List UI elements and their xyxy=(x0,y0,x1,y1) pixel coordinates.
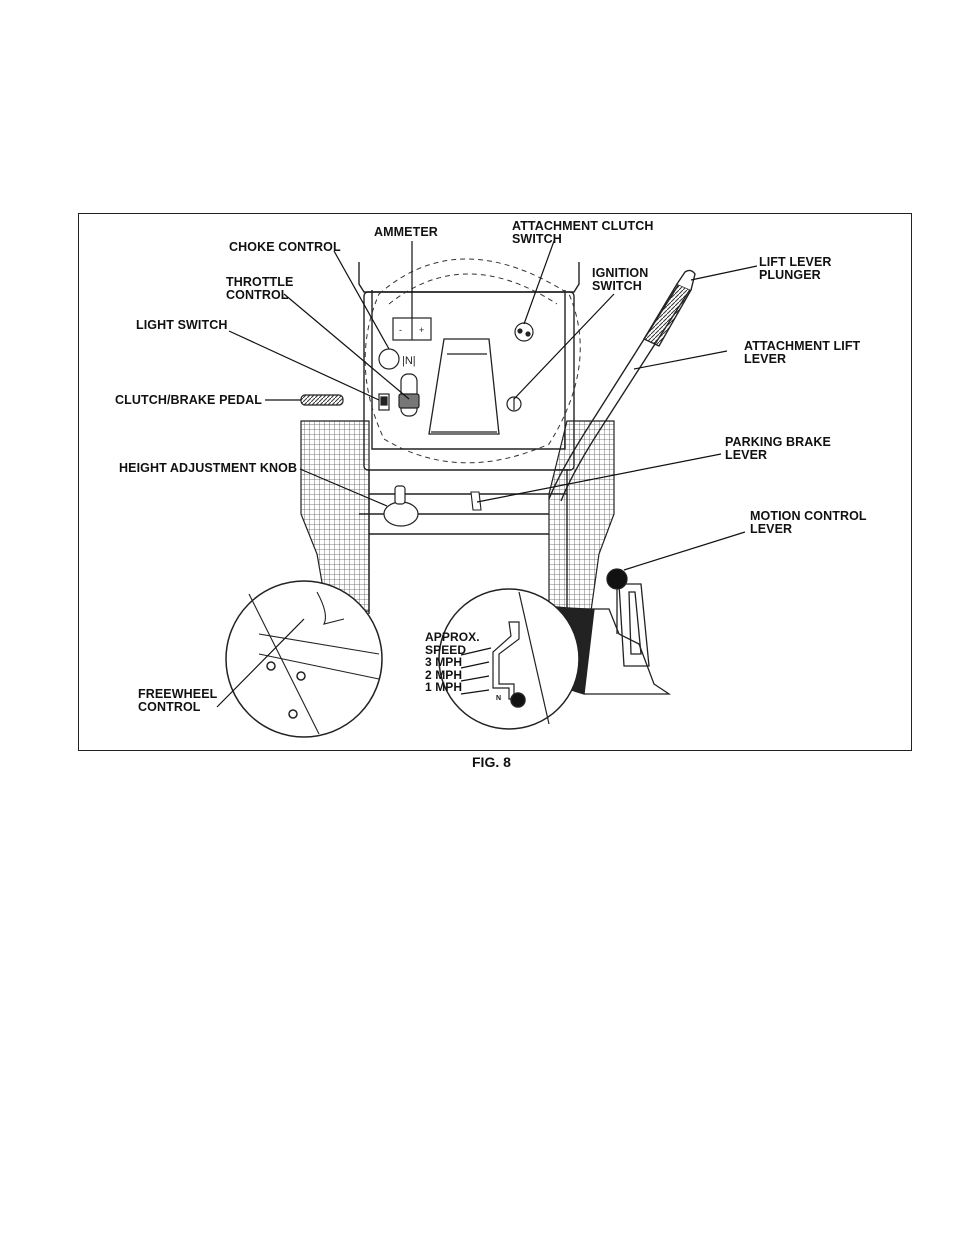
label-light-switch: LIGHT SWITCH xyxy=(136,319,227,332)
label-attachment-lift-lever-line2: LEVER xyxy=(744,353,860,366)
light-switch-toggle xyxy=(379,394,389,410)
label-parking-brake-lever-line2: LEVER xyxy=(725,449,831,462)
dash-housing xyxy=(359,262,579,614)
figure-frame: - + |N| xyxy=(78,213,912,751)
label-speed-3mph: 3 MPH xyxy=(425,656,480,669)
label-freewheel-control-line2: CONTROL xyxy=(138,701,217,714)
label-neutral: N xyxy=(496,695,501,703)
label-freewheel-control: FREEWHEEL CONTROL xyxy=(138,688,217,714)
label-attachment-clutch-switch-line2: SWITCH xyxy=(512,233,654,246)
label-approx-speed-line1: APPROX. xyxy=(425,631,480,644)
label-throttle-control: THROTTLE CONTROL xyxy=(226,276,293,302)
freewheel-magnifier xyxy=(226,581,382,737)
tractor-controls-illustration: - + |N| xyxy=(79,214,913,752)
choke-knob: |N| xyxy=(379,349,416,369)
svg-text:|N|: |N| xyxy=(402,355,416,367)
label-height-adjustment-knob: HEIGHT ADJUSTMENT KNOB xyxy=(119,462,297,475)
attachment-clutch-switch-knob xyxy=(515,323,533,341)
label-attachment-lift-lever: ATTACHMENT LIFT LEVER xyxy=(744,340,860,366)
label-ignition-switch-line2: SWITCH xyxy=(592,280,648,293)
throttle-lever xyxy=(399,374,419,416)
label-attachment-clutch-switch: ATTACHMENT CLUTCH SWITCH xyxy=(512,220,654,246)
height-adjustment-knob-shape xyxy=(384,486,418,526)
label-lift-lever-plunger: LIFT LEVER PLUNGER xyxy=(759,256,832,282)
label-approx-speed: APPROX. SPEED 3 MPH 2 MPH 1 MPH xyxy=(425,631,480,694)
label-throttle-control-line2: CONTROL xyxy=(226,289,293,302)
center-console xyxy=(429,339,499,434)
label-choke-control: CHOKE CONTROL xyxy=(229,241,341,254)
svg-text:-: - xyxy=(399,325,402,335)
ignition-keyswitch xyxy=(507,397,521,411)
ammeter-gauge: - + xyxy=(393,318,431,340)
label-speed-1mph: 1 MPH xyxy=(425,681,480,694)
label-ignition-switch: IGNITION SWITCH xyxy=(592,267,648,293)
label-ammeter: AMMETER xyxy=(374,226,438,239)
clutch-brake-pedal xyxy=(301,395,343,405)
label-clutch-brake-pedal: CLUTCH/BRAKE PEDAL xyxy=(115,394,262,407)
label-motion-control-lever-line2: LEVER xyxy=(750,523,867,536)
figure-caption: FIG. 8 xyxy=(472,754,511,770)
label-motion-control-lever: MOTION CONTROL LEVER xyxy=(750,510,867,536)
label-parking-brake-lever: PARKING BRAKE LEVER xyxy=(725,436,831,462)
svg-text:+: + xyxy=(419,325,424,335)
label-lift-lever-plunger-line2: PLUNGER xyxy=(759,269,832,282)
